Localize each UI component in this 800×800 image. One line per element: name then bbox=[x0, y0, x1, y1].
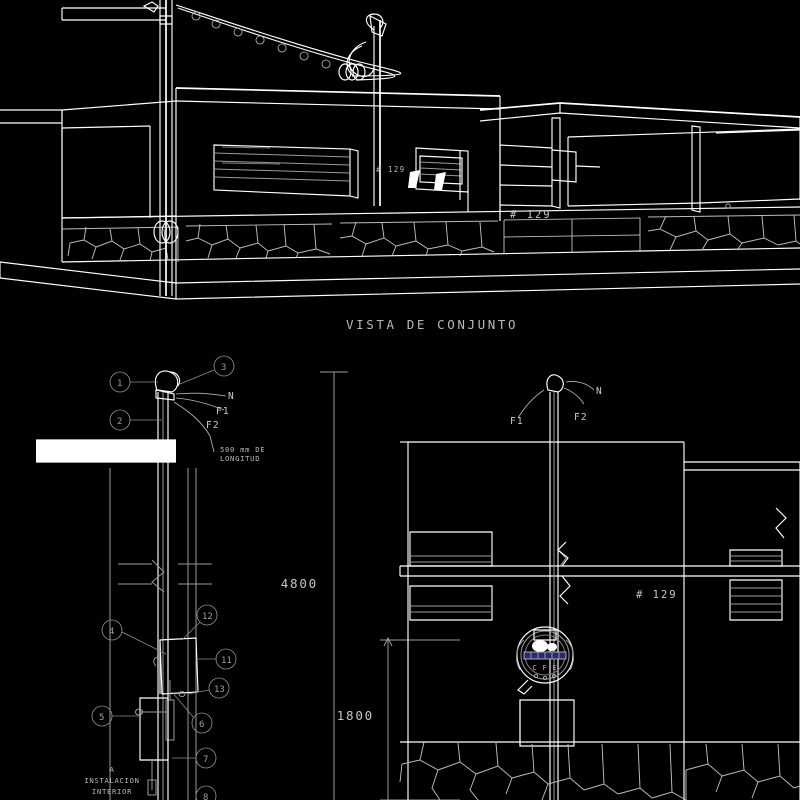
elevation-label-n: N bbox=[596, 386, 603, 397]
elevation-building-outline bbox=[399, 441, 800, 800]
callout-1: 1 bbox=[117, 379, 122, 389]
weatherhead-drip-loops bbox=[338, 13, 387, 206]
callout-2: 2 bbox=[117, 417, 122, 427]
mast-riser-detail: N F1 F2 500 mm DE LONGITUD bbox=[36, 355, 265, 800]
callout-4: 4 bbox=[109, 627, 114, 637]
dimension-1800: 1800 bbox=[337, 708, 374, 723]
service-conductors bbox=[173, 392, 227, 453]
elevation-riser-pipe bbox=[517, 374, 595, 800]
service-meter-box bbox=[408, 147, 469, 212]
callout-3: 3 bbox=[221, 363, 226, 373]
elevation-louver-window-left-lower bbox=[409, 585, 493, 621]
elevation-break-lines bbox=[557, 507, 787, 605]
meter-enclosure bbox=[153, 637, 199, 741]
roof-slab-section bbox=[36, 440, 176, 462]
front-elevation-view: N F2 F1 C F E bbox=[399, 374, 800, 800]
house-facade bbox=[0, 87, 501, 283]
carport-light-fixture bbox=[725, 203, 731, 209]
cfe-logo-text: C F E bbox=[532, 663, 557, 672]
conduit-length-note-line1: 500 mm DE bbox=[220, 445, 265, 454]
conductor-label-f1: F1 bbox=[216, 406, 230, 417]
cfe-electric-meter: C F E bbox=[516, 626, 574, 695]
utility-pole bbox=[61, 0, 173, 296]
callout-5: 5 bbox=[99, 713, 104, 723]
elevation-louver-window-left-upper bbox=[409, 531, 493, 567]
overview-title: VISTA DE CONJUNTO bbox=[346, 317, 518, 332]
elevation-louver-window-right-lower bbox=[729, 579, 783, 621]
callout-bubbles: 1 2 3 4 5 6 7 8 11 bbox=[91, 355, 237, 800]
elevation-panel-box bbox=[519, 699, 575, 747]
conductor-label-n: N bbox=[228, 391, 235, 402]
disconnect-box bbox=[135, 697, 169, 796]
callout-11: 11 bbox=[221, 656, 232, 666]
elevation-stone-plinth bbox=[399, 741, 800, 800]
interior-note-line1: A bbox=[109, 765, 114, 774]
callout-6: 6 bbox=[199, 720, 204, 730]
roof-slab-edges bbox=[36, 439, 176, 463]
callout-12: 12 bbox=[202, 612, 213, 622]
service-drop-cable bbox=[175, 4, 402, 81]
wall-section bbox=[109, 468, 212, 800]
louver-window-front bbox=[213, 144, 359, 199]
elevation-label-f2: F2 bbox=[574, 412, 588, 423]
house-number-plinth: # 129 bbox=[510, 209, 552, 221]
interior-note-line2: INSTALACION bbox=[84, 776, 139, 785]
conductor-label-f2: F2 bbox=[206, 420, 220, 431]
carport-structure bbox=[479, 102, 800, 213]
stone-masonry-plinth bbox=[61, 206, 800, 263]
callout-8: 8 bbox=[203, 793, 208, 800]
site-ground-lines bbox=[0, 261, 800, 300]
overview-perspective-view: # 129 # 129 bbox=[0, 0, 800, 300]
interior-note-line3: INTERIOR bbox=[92, 787, 132, 796]
elevation-louver-window-right-upper bbox=[729, 549, 783, 567]
house-number-facade: # 129 bbox=[376, 165, 406, 174]
callout-7: 7 bbox=[203, 755, 208, 765]
elevation-house-number: # 129 bbox=[636, 589, 678, 601]
conduit-length-note-line2: LONGITUD bbox=[220, 454, 260, 463]
elevation-label-f1: F1 bbox=[510, 416, 524, 427]
pole-base-fitting bbox=[153, 220, 179, 244]
dimension-4800: 4800 bbox=[281, 576, 318, 591]
dimension-chain: 4800 1800 bbox=[281, 371, 460, 800]
callout-13: 13 bbox=[214, 685, 225, 695]
